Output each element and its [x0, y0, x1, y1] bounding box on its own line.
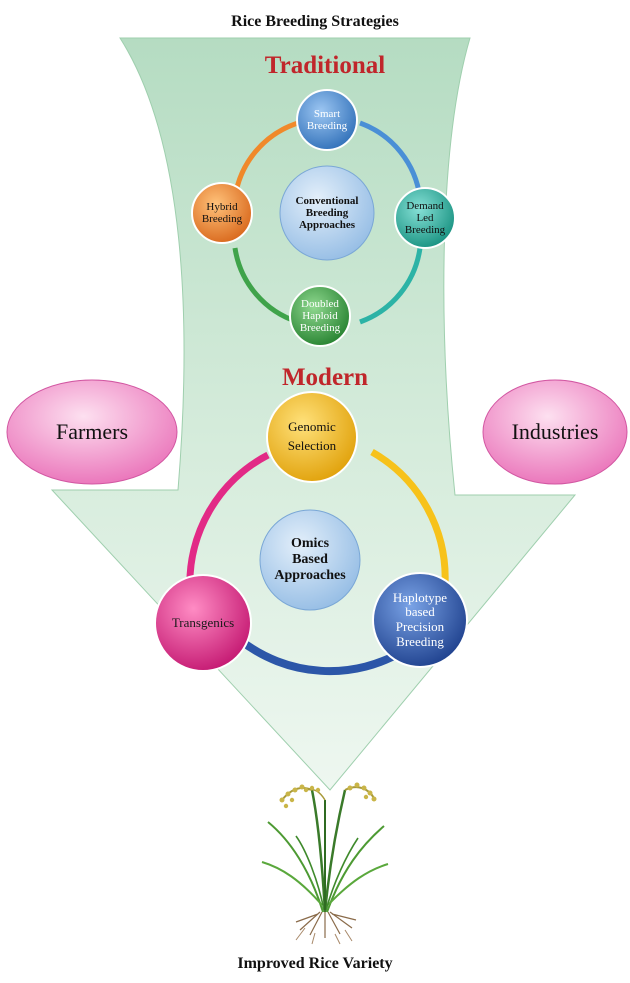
trad-node-right-label: Demand Led Breeding [404, 199, 446, 237]
farmers-ellipse [6, 379, 178, 485]
improved-variety-label: Improved Rice Variety [237, 955, 393, 973]
traditional-heading: Traditional [264, 52, 386, 79]
trad-center-circle [279, 165, 375, 261]
modern-node-top-label: Genomic Selection [287, 419, 337, 453]
modern-node-right-label: Haplotype based Precision Breeding [392, 589, 448, 649]
modern-heading: Modern [281, 364, 369, 391]
trad-node-left-circle [191, 182, 253, 244]
industries-ellipse [482, 379, 628, 485]
trad-node-top-circle [296, 89, 358, 151]
trad-node-right-circle [394, 187, 456, 249]
modern-node-left-circle [154, 574, 252, 672]
diagram-title: Rice Breeding Strategies [231, 13, 399, 31]
trad-ring-arc-right-top [359, 120, 423, 199]
trad-ring-arc-left-bottom [232, 247, 299, 325]
modern-node-right-circle [372, 572, 468, 668]
modern-node-left-label: Transgenics [171, 614, 235, 630]
modern-node-top-circle [266, 391, 358, 483]
trad-node-bottom-label: Doubled Haploid Breeding [299, 297, 341, 335]
trad-center-label: Conventional Breeding Approaches [295, 194, 359, 232]
rice-plant-image [261, 782, 389, 945]
modern-ring-arc-left [186, 451, 270, 591]
modern-ring-arc-bottom [237, 636, 408, 676]
trad-node-top-label: Smart Breeding [306, 107, 348, 132]
industries-label: Industries [511, 418, 599, 444]
trad-ring-arc-right-bottom [359, 247, 423, 325]
farmers-label: Farmers [55, 418, 129, 444]
trad-node-left-label: Hybrid Breeding [201, 200, 243, 225]
modern-center-circle [259, 509, 361, 611]
trad-node-bottom-circle [289, 285, 351, 347]
modern-center-label: Omics Based Approaches [274, 536, 346, 583]
modern-ring-arc-right [370, 448, 449, 586]
